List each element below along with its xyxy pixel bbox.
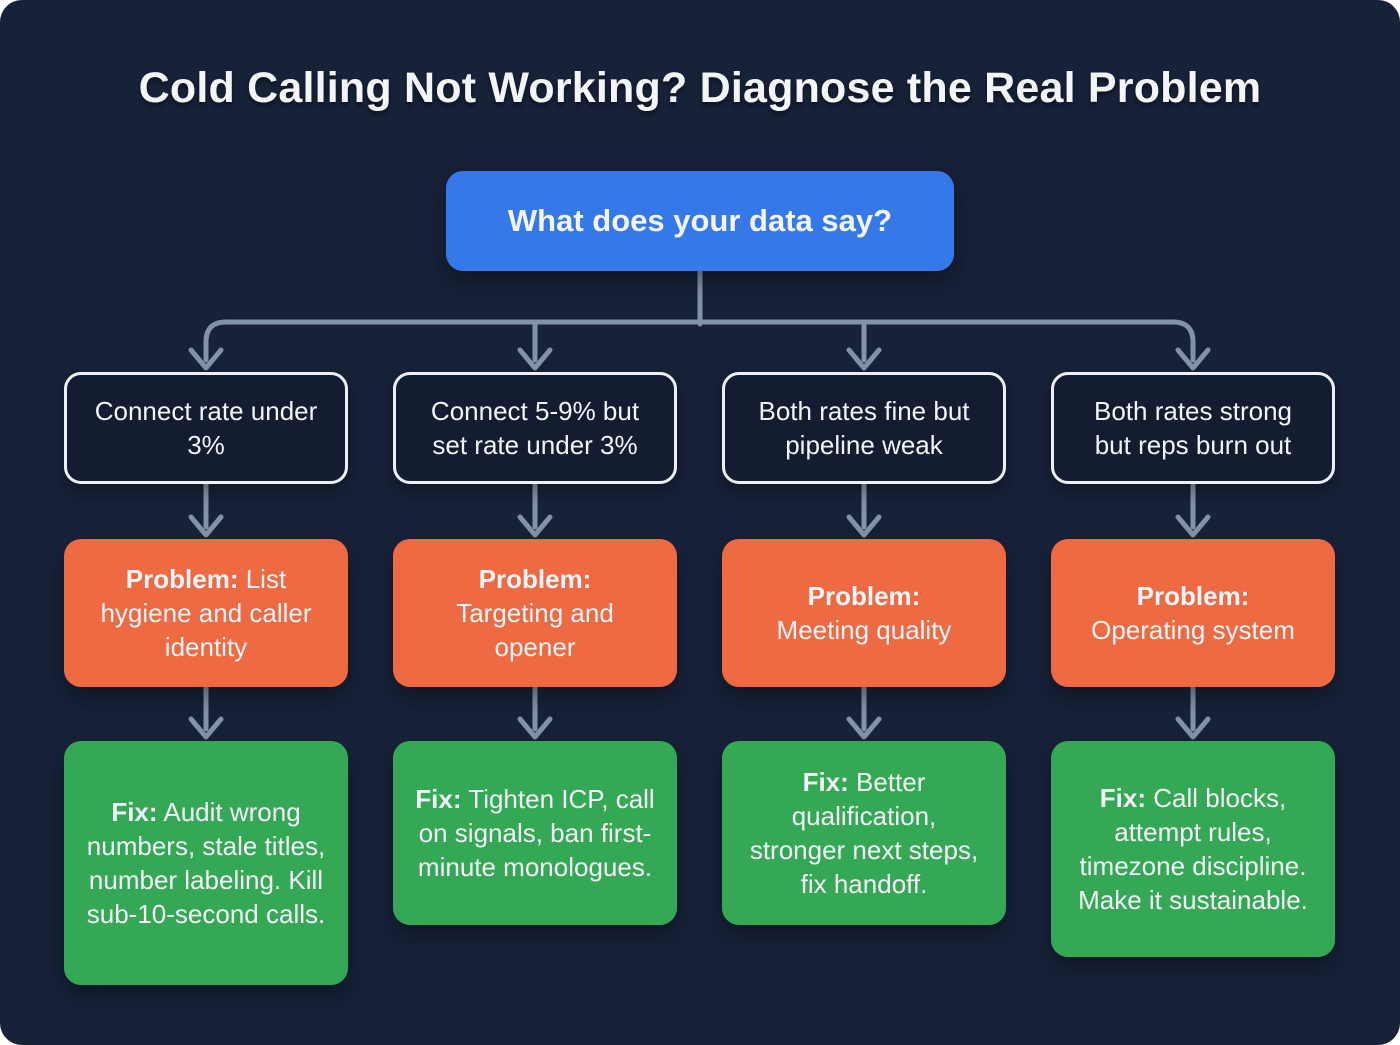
arrowhead-icon (188, 716, 224, 740)
condition-label: Connect rate under 3% (94, 396, 318, 460)
fix-node-2: Fix: Tighten ICP, call on signals, ban f… (393, 741, 677, 925)
fix-text: Fix: Call blocks, attempt rules, timezon… (1073, 781, 1313, 917)
arrowhead-icon (1175, 347, 1211, 371)
fix-detail: Tighten ICP, call on signals, ban first-… (417, 784, 655, 882)
fix-label: Fix: (1099, 783, 1147, 813)
arrowhead-icon (517, 716, 553, 740)
condition-label: Both rates strong but reps burn out (1094, 396, 1292, 460)
arrowhead-icon (1175, 514, 1211, 538)
fix-node-4: Fix: Call blocks, attempt rules, timezon… (1051, 741, 1335, 957)
condition-label: Connect 5-9% but set rate under 3% (430, 396, 640, 460)
condition-node-1: Connect rate under 3% (64, 372, 348, 484)
fix-text: Fix: Audit wrong numbers, stale titles, … (86, 795, 326, 931)
fix-text: Fix: Better qualification, stronger next… (744, 765, 984, 901)
fix-node-3: Fix: Better qualification, stronger next… (722, 741, 1006, 925)
problem-label: Problem: (478, 564, 592, 594)
arrowhead-icon (846, 514, 882, 538)
root-question-node: What does your data say? (446, 171, 954, 271)
arrowhead-icon (188, 514, 224, 538)
arrowhead-icon (188, 347, 224, 371)
problem-text: Problem: Meeting quality (777, 579, 952, 647)
arrowhead-icon (846, 347, 882, 371)
arrowhead-icon (517, 514, 553, 538)
problem-node-1: Problem: List hygiene and caller identit… (64, 539, 348, 687)
problem-label: Problem: (807, 581, 921, 611)
problem-node-2: Problem: Targeting and opener (393, 539, 677, 687)
condition-label: Both rates fine but pipeline weak (758, 396, 970, 460)
fix-label: Fix: (415, 784, 462, 814)
fix-label: Fix: (111, 797, 158, 827)
bus-line (203, 319, 1196, 363)
fix-detail: Audit wrong numbers, stale titles, numbe… (86, 797, 326, 929)
page-title: Cold Calling Not Working? Diagnose the R… (138, 64, 1262, 112)
problem-text: Problem: Operating system (1091, 579, 1295, 647)
problem-label: Problem: (1136, 581, 1250, 611)
problem-detail: Operating system (1091, 615, 1295, 645)
fix-node-1: Fix: Audit wrong numbers, stale titles, … (64, 741, 348, 985)
condition-node-4: Both rates strong but reps burn out (1051, 372, 1335, 484)
root-question-label: What does your data say? (507, 203, 893, 238)
problem-text: Problem: List hygiene and caller identit… (86, 562, 326, 664)
fix-label: Fix: (802, 767, 849, 797)
problem-label: Problem: (125, 564, 239, 594)
problem-detail: Targeting and opener (456, 598, 614, 662)
condition-node-2: Connect 5-9% but set rate under 3% (393, 372, 677, 484)
arrowhead-icon (1175, 716, 1211, 740)
problem-node-3: Problem: Meeting quality (722, 539, 1006, 687)
fix-text: Fix: Tighten ICP, call on signals, ban f… (415, 782, 655, 884)
fix-detail: Better qualification, stronger next step… (749, 767, 979, 899)
fix-detail: Call blocks, attempt rules, timezone dis… (1078, 783, 1308, 915)
problem-detail: List hygiene and caller identity (100, 564, 312, 662)
condition-node-3: Both rates fine but pipeline weak (722, 372, 1006, 484)
problem-node-4: Problem: Operating system (1051, 539, 1335, 687)
problem-detail: Meeting quality (776, 615, 952, 645)
problem-text: Problem: Targeting and opener (415, 562, 655, 664)
arrowhead-icon (846, 716, 882, 740)
arrowhead-icon (517, 347, 553, 371)
